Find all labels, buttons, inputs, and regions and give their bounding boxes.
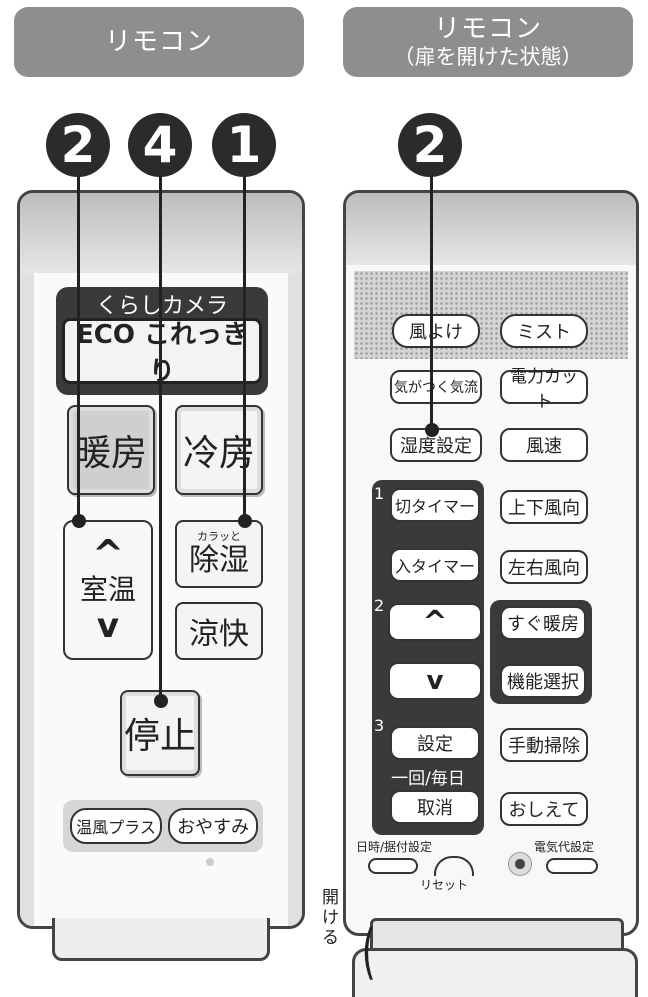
leader-dot-4	[154, 694, 168, 708]
down-arrow-button[interactable]: v	[388, 662, 482, 700]
left-remote-side-left	[20, 273, 34, 926]
kazeyoke-button[interactable]: 風よけ	[392, 314, 480, 348]
power-led	[508, 852, 532, 876]
dehumid-small-label: カラッと	[197, 530, 241, 543]
right-title-line1: リモコン	[433, 14, 542, 44]
temp-up-button[interactable]: ^	[92, 532, 124, 576]
mist-button[interactable]: ミスト	[500, 314, 588, 348]
power-cost-label: 電気代設定	[534, 840, 595, 854]
temp-label: 室温	[79, 573, 136, 606]
dehumid-button[interactable]: カラッと 除湿	[175, 520, 263, 588]
date-setting-label: 日時/据付設定	[356, 840, 433, 854]
leader-dot-2-right	[425, 423, 439, 437]
heat-button[interactable]: 暖房	[67, 405, 155, 495]
power-cost-button[interactable]	[546, 858, 598, 874]
function-select-button[interactable]: 機能選択	[500, 664, 586, 698]
leader-line-2-right	[430, 175, 433, 430]
manual-clean-button[interactable]: 手動掃除	[500, 728, 588, 762]
step-number-1: 1	[212, 113, 276, 177]
once-daily-label: 一回/毎日	[391, 769, 465, 789]
off-timer-button[interactable]: 切タイマー	[390, 488, 480, 522]
left-title: リモコン	[14, 7, 304, 77]
step-number-2-left: 2	[46, 113, 110, 177]
speaker-grille	[354, 271, 628, 359]
right-remote-door	[352, 948, 638, 997]
indicator-led	[206, 858, 214, 866]
open-label: 開ける	[322, 888, 339, 948]
on-timer-button[interactable]: 入タイマー	[390, 548, 480, 582]
left-remote-bottom	[52, 918, 270, 961]
open-arrow-icon: (	[361, 917, 376, 987]
step-label-2: 2	[374, 596, 385, 615]
timer-band	[372, 480, 484, 835]
step-label-3: 3	[374, 716, 385, 735]
leftright-direction-button[interactable]: 左右風向	[500, 550, 588, 584]
leader-dot-2	[72, 514, 86, 528]
right-title: リモコン （扉を開けた状態）	[343, 7, 633, 77]
quick-heat-button[interactable]: すぐ暖房	[500, 606, 586, 640]
cool-button[interactable]: 冷房	[175, 405, 263, 495]
step-label-1: 1	[374, 484, 385, 503]
ryokai-button[interactable]: 涼快	[175, 602, 263, 660]
fan-speed-button[interactable]: 風速	[500, 428, 588, 462]
left-title-text: リモコン	[104, 27, 213, 57]
right-remote-top-band	[346, 193, 636, 265]
temp-down-button[interactable]: v	[96, 606, 120, 646]
date-setting-button[interactable]	[368, 858, 418, 874]
onpu-plus-button[interactable]: 温風プラス	[70, 808, 162, 844]
oshiete-button[interactable]: おしえて	[500, 792, 588, 826]
stop-button[interactable]: 停止	[120, 690, 200, 776]
leader-line-1	[243, 175, 246, 520]
temp-rocker: ^ 室温 v	[63, 520, 153, 660]
leader-line-2	[77, 175, 80, 520]
kigatsuku-button[interactable]: 気がつく気流	[390, 370, 482, 404]
up-arrow-button[interactable]: ^	[388, 603, 482, 641]
eco-button[interactable]: ECO これっきり	[62, 318, 262, 387]
step-number-4: 4	[128, 113, 192, 177]
updown-direction-button[interactable]: 上下風向	[500, 490, 588, 524]
leader-dot-1	[238, 514, 252, 528]
left-remote-side-right	[288, 273, 302, 926]
setting-button[interactable]: 設定	[390, 726, 480, 760]
dehumid-label: 除湿	[189, 543, 249, 578]
step-number-2-right: 2	[398, 113, 462, 177]
leader-line-4	[159, 175, 162, 700]
power-cut-button[interactable]: 電力カット	[500, 367, 588, 412]
oyasumi-button[interactable]: おやすみ	[168, 808, 258, 844]
reset-label: リセット	[420, 878, 469, 892]
cancel-button[interactable]: 取消	[390, 790, 480, 824]
right-title-line2: （扉を開けた状態）	[393, 45, 583, 69]
